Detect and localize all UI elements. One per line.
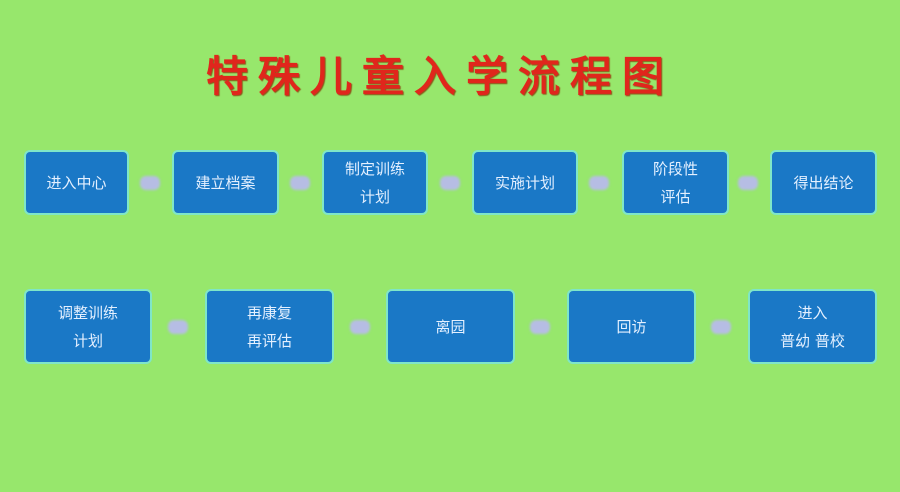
- step-label: 制定训练: [344, 159, 405, 178]
- step-label: 计划: [72, 331, 103, 350]
- step-implement-plan[interactable]: 实施计划: [472, 150, 578, 215]
- step-label: 普幼 普校: [780, 331, 845, 350]
- step-adjust-training-plan[interactable]: 调整训练 计划: [24, 289, 152, 364]
- arrow-right-icon: [738, 176, 758, 190]
- step-label: 再康复: [246, 303, 292, 322]
- arrow-right-icon: [350, 320, 370, 334]
- step-label: 进入中心: [46, 173, 107, 192]
- step-leave-center[interactable]: 离园: [386, 289, 515, 364]
- arrow-right-icon: [440, 176, 460, 190]
- arrow-right-icon: [530, 320, 550, 334]
- arrow-right-icon: [140, 176, 160, 190]
- diagram-title: 特殊儿童入学流程图: [205, 51, 674, 101]
- step-label: 再评估: [246, 331, 292, 350]
- step-label: 调整训练: [57, 303, 118, 322]
- step-phase-assessment[interactable]: 阶段性 评估: [622, 150, 729, 215]
- step-draw-conclusion[interactable]: 得出结论: [770, 150, 877, 215]
- step-label: 离园: [435, 317, 466, 336]
- step-create-file[interactable]: 建立档案: [172, 150, 279, 215]
- step-follow-up-visit[interactable]: 回访: [567, 289, 696, 364]
- step-label: 回访: [616, 317, 647, 336]
- arrow-right-icon: [168, 320, 188, 334]
- step-label: 建立档案: [195, 173, 256, 192]
- step-enter-regular-school[interactable]: 进入 普幼 普校: [748, 289, 877, 364]
- step-make-training-plan[interactable]: 制定训练 计划: [322, 150, 428, 215]
- step-label: 评估: [660, 187, 691, 206]
- step-enter-center[interactable]: 进入中心: [24, 150, 129, 215]
- step-label: 进入: [797, 303, 828, 322]
- step-label: 阶段性: [652, 159, 698, 178]
- step-label: 实施计划: [494, 173, 555, 192]
- step-rehab-reassess[interactable]: 再康复 再评估: [205, 289, 334, 364]
- arrow-right-icon: [589, 176, 609, 190]
- step-label: 计划: [359, 187, 390, 206]
- arrow-right-icon: [711, 320, 731, 334]
- arrow-right-icon: [290, 176, 310, 190]
- step-label: 得出结论: [793, 173, 854, 192]
